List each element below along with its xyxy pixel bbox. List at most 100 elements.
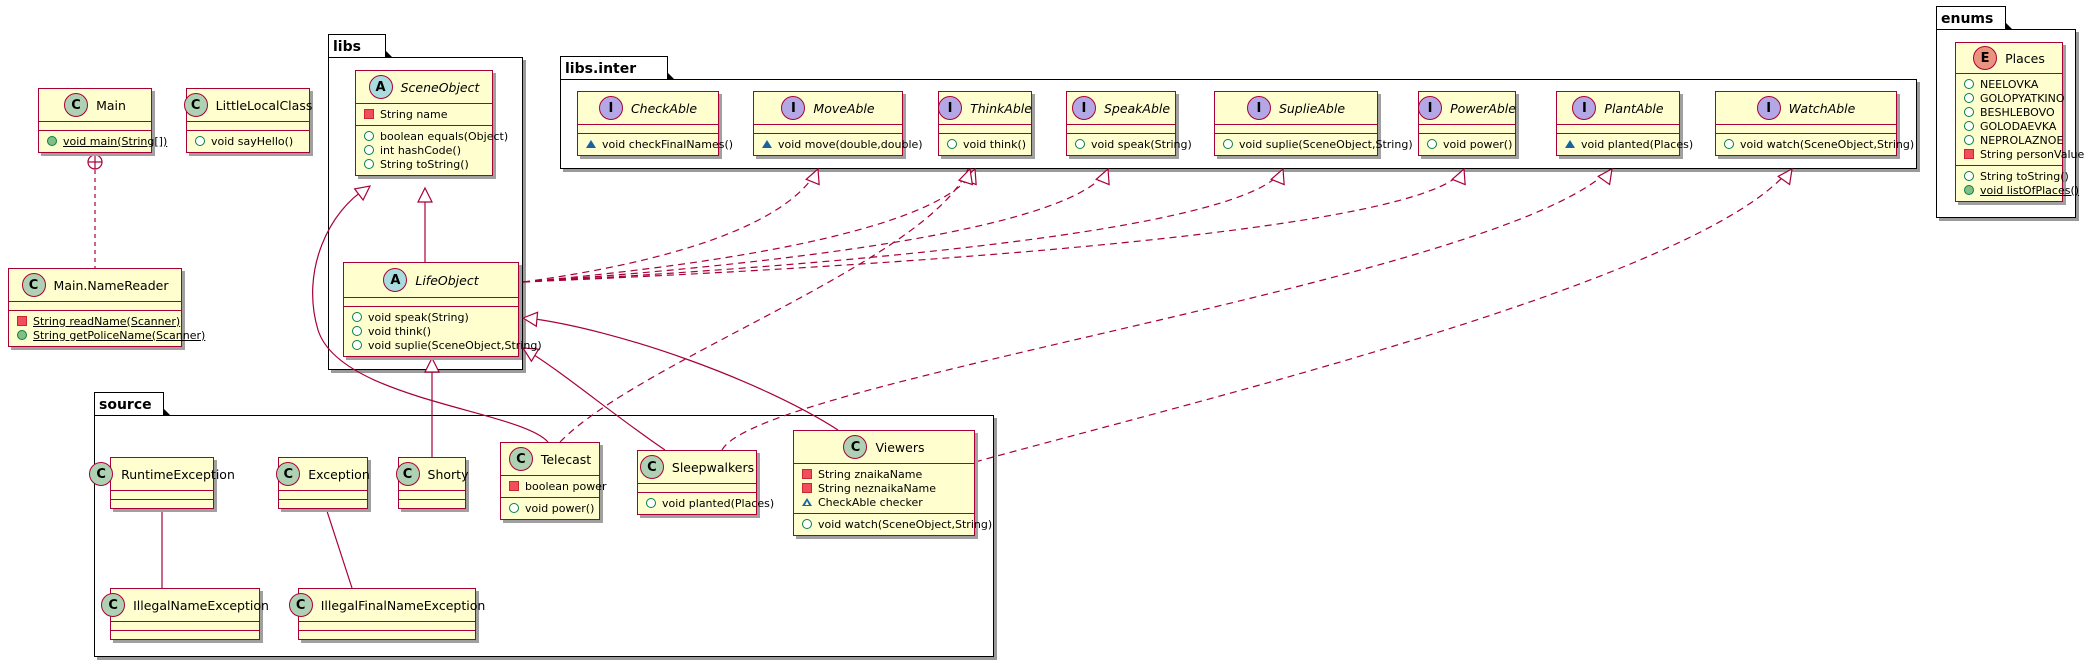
private-icon	[509, 481, 519, 491]
class-name: MoveAble	[813, 100, 875, 116]
class-name: RuntimeException	[121, 466, 235, 482]
class-name: ThinkAble	[970, 100, 1032, 116]
class-name: Shorty	[427, 466, 469, 482]
edge-life-object-implements-suplie-able	[522, 168, 1284, 283]
edge-life-object-implements-power-able-arrowhead	[1451, 167, 1466, 186]
package-tab-enums: enums	[1936, 6, 2013, 30]
class-badge-icon: C	[843, 435, 868, 459]
edge-life-object-implements-speak-able	[522, 168, 1109, 283]
class-name: IllegalNameException	[133, 597, 269, 613]
edge-sleepwalkers-implements-plant-able-arrowhead	[1597, 167, 1613, 186]
edge-life-object-implements-move-able	[522, 168, 819, 283]
class-name: WatchAble	[1788, 100, 1856, 116]
method-row: String getPoliceName(Scanner)	[17, 328, 205, 342]
method-row: void main(String[])	[47, 134, 167, 148]
class-shorty[interactable]: C Shorty	[395, 457, 469, 509]
method-row: String toString()	[364, 157, 484, 171]
edge-viewers-implements-watch-able-arrowhead	[1777, 167, 1793, 186]
class-name: PowerAble	[1450, 100, 1516, 116]
class-name: Main	[96, 97, 126, 113]
interface-suplie-able[interactable]: I SuplieAble void suplie(SceneObject,Stri…	[1214, 91, 1413, 156]
interface-badge-icon: I	[938, 96, 963, 120]
enum-badge-icon: E	[1973, 46, 1998, 70]
interface-badge-icon: I	[1071, 96, 1096, 120]
method-row: void speak(String)	[352, 310, 510, 324]
method-row: void suplie(SceneObject,String)	[1223, 137, 1413, 151]
edge-life-object-implements-think-able-arrowhead	[962, 167, 977, 186]
method-row: String readName(Scanner)	[17, 314, 180, 328]
public-icon	[1964, 107, 1974, 117]
interface-badge-icon: I	[1572, 96, 1597, 120]
package-tab-libs-inter: libs.inter	[560, 56, 675, 80]
public-static-icon	[47, 136, 57, 146]
method-row: void think()	[947, 137, 1026, 151]
public-icon	[364, 159, 374, 169]
edge-life-object-implements-speak-able-arrowhead	[1095, 167, 1110, 186]
package-tab-source: source	[94, 392, 171, 416]
edge-life-object-implements-suplie-able-arrowhead	[1270, 167, 1285, 186]
field-row: String name	[364, 107, 484, 121]
class-life-object[interactable]: A LifeObject void speak(String) void thi…	[343, 262, 542, 357]
field-row: String personValue	[1964, 147, 2084, 161]
class-main[interactable]: C Main void main(String[])	[38, 88, 167, 153]
enum-constant-row: BESHLEBOVO	[1964, 105, 2055, 119]
class-runtime-exception[interactable]: C RuntimeException	[89, 457, 235, 509]
class-badge-icon: C	[183, 93, 208, 117]
public-icon	[1427, 139, 1437, 149]
class-badge-icon: C	[21, 273, 46, 297]
enum-constant-row: GOLOPYATKINO	[1964, 91, 2065, 105]
class-badge-icon: C	[395, 462, 420, 486]
public-icon	[352, 340, 362, 350]
class-badge-icon: C	[276, 462, 301, 486]
field-row: CheckAble checker	[802, 495, 966, 509]
package-private-icon	[762, 139, 772, 149]
class-main-name-reader[interactable]: C Main.NameReader String readName(Scanne…	[8, 268, 205, 347]
class-name: Telecast	[540, 451, 592, 467]
class-name: CheckAble	[630, 100, 698, 116]
edge-sleepwalkers-implements-plant-able	[721, 168, 1611, 451]
class-name: LifeObject	[415, 272, 479, 288]
method-row: void sayHello()	[195, 134, 301, 148]
public-icon	[195, 136, 205, 146]
method-row: void think()	[352, 324, 510, 338]
class-scene-object[interactable]: A SceneObject String name boolean equals…	[355, 70, 508, 176]
class-name: SuplieAble	[1278, 100, 1346, 116]
public-icon	[802, 519, 812, 529]
public-icon	[364, 131, 374, 141]
class-little-local-class[interactable]: C LittleLocalClass void sayHello()	[183, 88, 312, 153]
interface-think-able[interactable]: I ThinkAble void think()	[938, 91, 1032, 156]
class-name: IllegalFinalNameException	[320, 597, 486, 613]
class-name: SceneObject	[400, 79, 480, 95]
class-badge-icon: C	[639, 455, 664, 479]
interface-badge-icon: I	[1246, 96, 1271, 120]
public-icon	[1964, 135, 1974, 145]
class-badge-icon: C	[508, 447, 533, 471]
private-icon	[17, 316, 27, 326]
public-icon	[1075, 139, 1085, 149]
public-icon	[509, 503, 519, 513]
class-name: Main.NameReader	[53, 277, 169, 293]
abstract-badge-icon: A	[383, 268, 408, 292]
public-icon	[352, 326, 362, 336]
class-badge-icon: C	[89, 462, 114, 486]
edge-telecast-implements-think-able	[559, 168, 969, 443]
edge-telecast-implements-think-able-arrowhead	[957, 167, 974, 186]
field-row: String neznaikaName	[802, 481, 966, 495]
method-row: void listOfPlaces()	[1964, 183, 2079, 197]
private-icon	[802, 483, 812, 493]
class-badge-icon: C	[64, 93, 89, 117]
